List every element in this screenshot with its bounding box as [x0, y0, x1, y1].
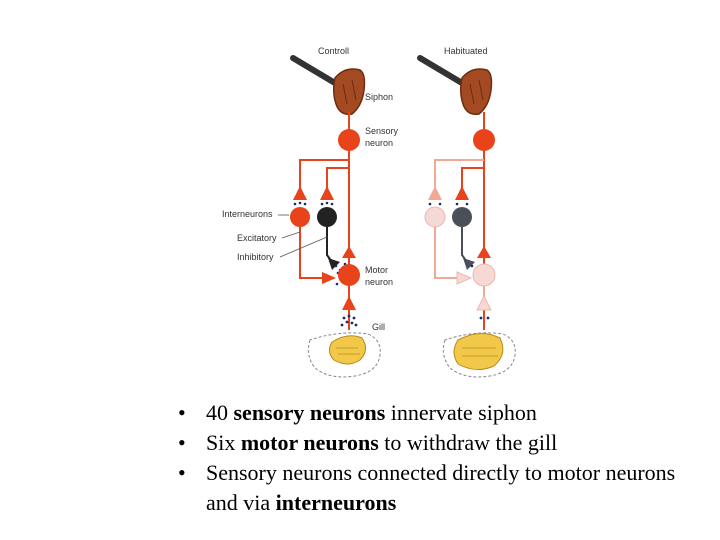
gill-icon	[328, 335, 366, 365]
bullet-dot-icon: •	[178, 460, 186, 485]
probe-icon	[290, 55, 343, 89]
bullet-item: • 40 sensory neurons innervate siphon	[170, 398, 690, 428]
motor-label-line1: Motor	[365, 265, 388, 275]
habituated-panel-title: Habituated	[444, 46, 488, 56]
bullet-dot-icon: •	[178, 430, 186, 455]
bullet-item: • Sensory neurons connected directly to …	[178, 460, 676, 515]
motor-label-line2: neuron	[365, 277, 393, 287]
sensory-neuron	[473, 129, 495, 151]
control-panel: Controll Siphon Sensory neuron	[222, 46, 399, 378]
habituated-panel: Habituated	[417, 46, 516, 378]
bullet-dot-icon: •	[178, 400, 186, 425]
motor-neuron	[472, 263, 496, 287]
bullet-item: • Six motor neurons to withdraw the gill	[170, 428, 690, 458]
control-panel-title: Controll	[318, 46, 349, 56]
habituation-circuit-diagram: Controll Siphon Sensory neuron	[222, 46, 516, 378]
probe-icon	[417, 55, 470, 89]
gill-icon	[453, 333, 504, 370]
excitatory-label: Excitatory	[237, 233, 277, 243]
inhibitory-interneuron	[317, 207, 337, 227]
siphon-label: Siphon	[365, 92, 393, 102]
interneurons-label: Interneurons	[222, 209, 273, 219]
motor-neuron	[338, 264, 360, 286]
excitatory-interneuron	[424, 206, 446, 228]
bullet-list: • 40 sensory neurons innervate siphon • …	[170, 398, 690, 518]
sensory-label-line1: Sensory	[365, 126, 399, 136]
sensory-neuron	[338, 129, 360, 151]
excitatory-interneuron	[290, 207, 310, 227]
siphon-icon	[459, 68, 493, 116]
inhibitory-label: Inhibitory	[237, 252, 274, 262]
sensory-label-line2: neuron	[365, 138, 393, 148]
gill-label: Gill	[372, 322, 385, 332]
inhibitory-interneuron	[452, 207, 472, 227]
siphon-icon	[332, 68, 366, 116]
